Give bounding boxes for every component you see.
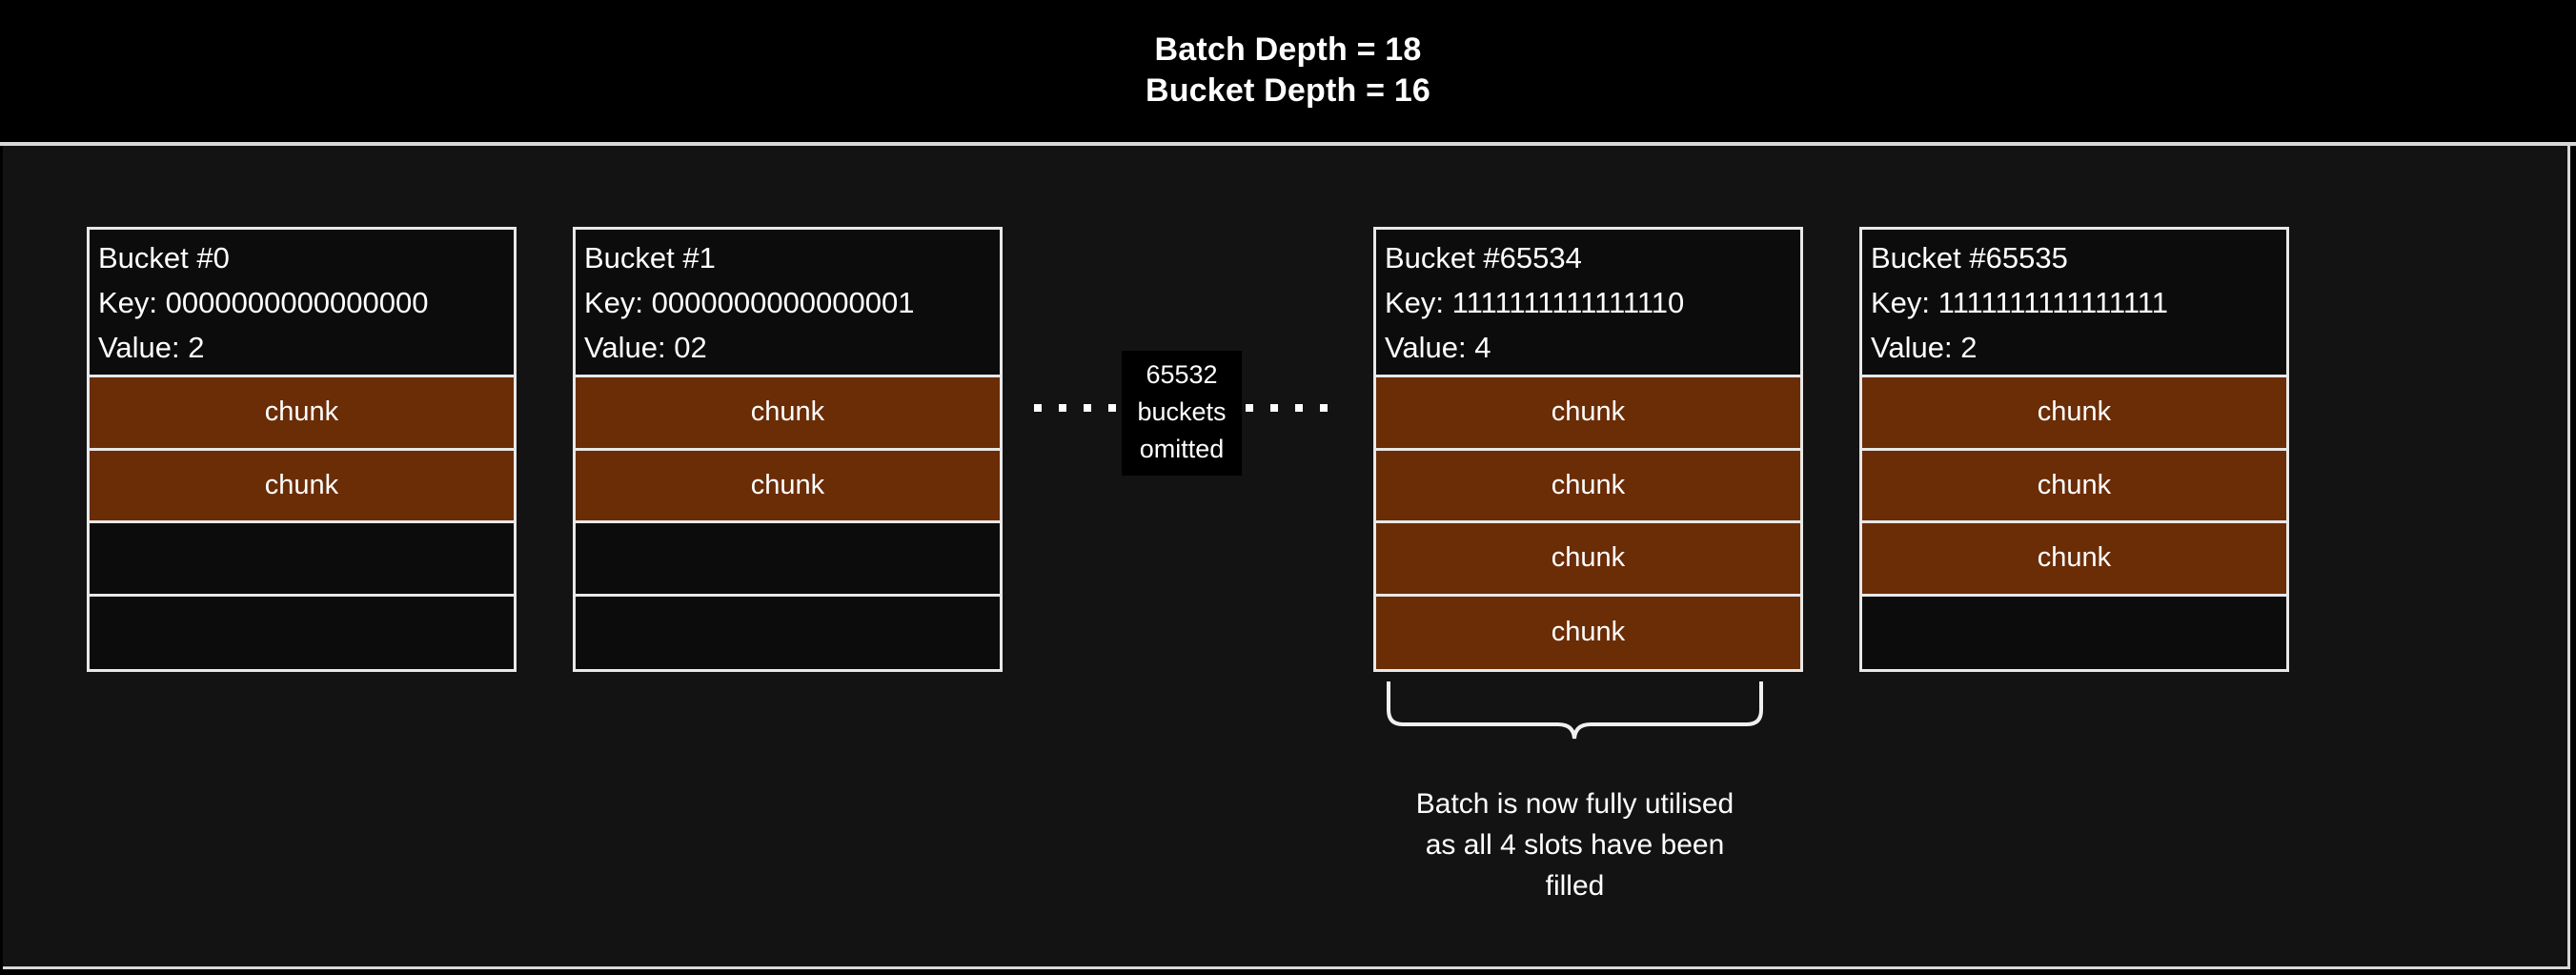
- bucket-card-65535[interactable]: Bucket #65535 Key: 1111111111111111 Valu…: [1859, 227, 2289, 672]
- ellipsis-dots-right: [1246, 404, 1328, 412]
- slot-0-0[interactable]: chunk: [90, 377, 514, 451]
- slot-label-65535-1: chunk: [2037, 469, 2112, 500]
- slot-1-3[interactable]: [576, 596, 1000, 669]
- bucket-depth-label: Bucket Depth = 16: [1145, 72, 1431, 109]
- slot-label-65534-2: chunk: [1551, 542, 1626, 574]
- bucket-title-65534: Bucket #65534: [1385, 241, 1582, 274]
- slot-label-65534-1: chunk: [1551, 469, 1626, 500]
- bucket-card-65534[interactable]: Bucket #65534 Key: 1111111111111110 Valu…: [1373, 227, 1803, 672]
- slot-1-2[interactable]: [576, 523, 1000, 597]
- bucket-header-65535: Bucket #65535 Key: 1111111111111111 Valu…: [1862, 230, 2286, 377]
- ellipsis-dots-left: [1034, 404, 1116, 412]
- slot-0-3[interactable]: [90, 596, 514, 669]
- slot-label-65534-0: chunk: [1551, 396, 1626, 428]
- dot-icon: [1084, 404, 1091, 412]
- omitted-word: buckets: [1137, 397, 1227, 426]
- slot-0-1[interactable]: chunk: [90, 450, 514, 523]
- bucket-header-0: Bucket #0 Key: 0000000000000000 Value: 2: [90, 230, 514, 377]
- slot-label-1-0: chunk: [750, 396, 825, 428]
- annotation-caption: Batch is now fully utilised as all 4 slo…: [1329, 783, 1820, 906]
- dot-icon: [1059, 404, 1066, 412]
- slot-65534-3[interactable]: chunk: [1376, 596, 1800, 669]
- bucket-key-1: Key: 0000000000000001: [584, 286, 915, 319]
- bucket-title-0: Bucket #0: [98, 241, 230, 274]
- header-divider: [0, 142, 2576, 146]
- slot-label-1-1: chunk: [750, 469, 825, 500]
- header-band: Batch Depth = 18 Bucket Depth = 16: [0, 0, 2576, 141]
- bucket-slots-0: chunk chunk: [90, 377, 514, 669]
- bucket-key-65535: Key: 1111111111111111: [1871, 286, 2168, 319]
- slot-label-65534-3: chunk: [1551, 617, 1626, 648]
- bucket-card-0[interactable]: Bucket #0 Key: 0000000000000000 Value: 2…: [87, 227, 517, 672]
- slot-65535-0[interactable]: chunk: [1862, 377, 2286, 451]
- bucket-title-1: Bucket #1: [584, 241, 716, 274]
- slot-1-0[interactable]: chunk: [576, 377, 1000, 451]
- bucket-key-0: Key: 0000000000000000: [98, 286, 429, 319]
- slot-65534-2[interactable]: chunk: [1376, 523, 1800, 597]
- dot-icon: [1270, 404, 1278, 412]
- bucket-value-65534: Value: 4: [1385, 331, 1491, 364]
- bucket-slots-65535: chunk chunk chunk: [1862, 377, 2286, 669]
- slot-label-0-1: chunk: [264, 469, 339, 500]
- caption-line-2: as all 4 slots have been: [1425, 829, 1725, 861]
- bucket-slots-1: chunk chunk: [576, 377, 1000, 669]
- dot-icon: [1108, 404, 1116, 412]
- slot-label-0-0: chunk: [264, 396, 339, 428]
- slot-label-65535-2: chunk: [2037, 542, 2112, 574]
- slot-1-1[interactable]: chunk: [576, 450, 1000, 523]
- slot-65535-3[interactable]: [1862, 596, 2286, 669]
- slot-label-65535-0: chunk: [2037, 396, 2112, 428]
- slot-0-2[interactable]: [90, 523, 514, 597]
- bucket-value-65535: Value: 2: [1871, 331, 1978, 364]
- bucket-value-1: Value: 02: [584, 331, 707, 364]
- batch-depth-label: Batch Depth = 18: [1154, 31, 1422, 68]
- dot-icon: [1034, 404, 1042, 412]
- omitted-count: 65532: [1146, 360, 1218, 389]
- dot-icon: [1246, 404, 1253, 412]
- caption-line-3: filled: [1545, 870, 1605, 902]
- dot-icon: [1295, 404, 1303, 412]
- brace-icon: [1387, 681, 1763, 741]
- dot-icon: [1320, 404, 1328, 412]
- bucket-card-1[interactable]: Bucket #1 Key: 0000000000000001 Value: 0…: [573, 227, 1003, 672]
- bucket-title-65535: Bucket #65535: [1871, 241, 2068, 274]
- caption-line-1: Batch is now fully utilised: [1415, 788, 1734, 820]
- slot-65534-1[interactable]: chunk: [1376, 450, 1800, 523]
- bucket-value-0: Value: 2: [98, 331, 205, 364]
- slot-65534-0[interactable]: chunk: [1376, 377, 1800, 451]
- bucket-key-65534: Key: 1111111111111110: [1385, 286, 1685, 319]
- omitted-state: omitted: [1139, 435, 1225, 463]
- bucket-header-1: Bucket #1 Key: 0000000000000001 Value: 0…: [576, 230, 1000, 377]
- slot-65535-2[interactable]: chunk: [1862, 523, 2286, 597]
- slot-65535-1[interactable]: chunk: [1862, 450, 2286, 523]
- bucket-slots-65534: chunk chunk chunk chunk: [1376, 377, 1800, 669]
- omitted-buckets-separator: 65532 buckets omitted: [1034, 351, 1329, 476]
- omitted-count-label: 65532 buckets omitted: [1122, 351, 1242, 476]
- bucket-header-65534: Bucket #65534 Key: 1111111111111110 Valu…: [1376, 230, 1800, 377]
